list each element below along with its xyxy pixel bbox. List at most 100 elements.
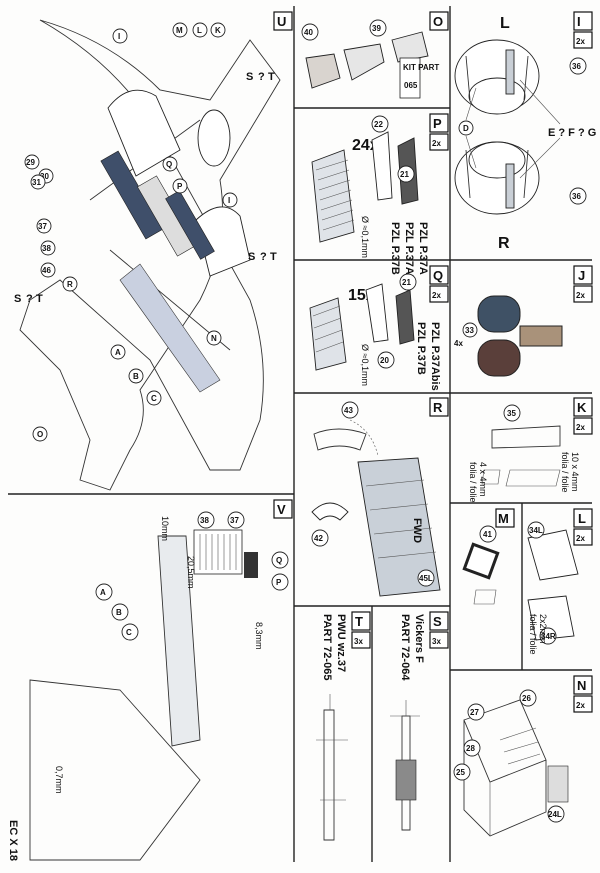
- grid-lines: [8, 6, 592, 862]
- u-part-29: 29: [26, 158, 35, 167]
- section-o-p2: 40: [304, 28, 313, 37]
- section-k-note-3: folia / folie: [468, 462, 478, 503]
- u-part-30: 30: [40, 172, 49, 181]
- section-r: R 43 42 FWD 45L: [311, 397, 449, 597]
- section-k: K 2x 35 folia / folie 4 x 4mm folia / fo…: [468, 397, 593, 503]
- u-callout-s3: S: [14, 293, 21, 305]
- section-r-letter: R: [433, 400, 443, 415]
- section-l-part-r: 34R: [541, 632, 556, 641]
- section-n-p3: 28: [466, 744, 475, 753]
- section-j: J 2x 33 4x: [454, 265, 593, 377]
- section-l-note-1: folia / folie: [528, 614, 538, 655]
- section-m-part: 41: [483, 530, 492, 539]
- section-n-p4: 25: [456, 768, 465, 777]
- variant-q-p37abis: PZL P.37Abis: [429, 322, 441, 391]
- section-v-letter: V: [277, 502, 286, 517]
- section-o-p1: 39: [372, 24, 381, 33]
- section-r-p2: 42: [314, 534, 323, 543]
- section-n-p5: 24L: [548, 810, 562, 819]
- section-l: L 2x 34L 34R folia / folie 2x2mm: [527, 508, 593, 655]
- section-q-p2: 20: [380, 356, 389, 365]
- u-callout-t1: T: [268, 71, 275, 83]
- u-callout-q2: ?: [260, 251, 267, 263]
- section-o: O 39 40 KIT PART 065: [301, 11, 449, 99]
- u-callout-o: O: [37, 430, 43, 439]
- section-u: U K L M I S ? T S ? T I Q P R A B C N O: [14, 11, 293, 491]
- section-j-qty2: 4x: [454, 339, 463, 348]
- u-callout-m: M: [176, 26, 183, 35]
- nacelle-right: [454, 141, 540, 215]
- u-callout-i: I: [118, 32, 120, 41]
- section-i-letter: I: [577, 14, 581, 29]
- callout-d: D: [463, 124, 469, 133]
- side-left-label: L: [500, 15, 510, 32]
- pwu-part: PART 72-065: [321, 614, 333, 680]
- u-callout-q3: ?: [26, 293, 33, 305]
- u-callout-p: P: [177, 182, 183, 191]
- section-l-letter: L: [578, 511, 586, 526]
- section-v-p1: 38: [200, 516, 209, 525]
- section-v-c5: C: [126, 628, 132, 637]
- variant-p37b: PZL P.37B: [389, 222, 401, 275]
- section-k-note-4: 4 x 4mm: [478, 462, 488, 497]
- section-l-qty: 2x: [576, 534, 585, 543]
- section-p-letter: P: [433, 116, 442, 131]
- u-callout-n: N: [211, 334, 217, 343]
- variant-p37abis: PZL P.37Abis: [403, 222, 415, 291]
- section-k-note-2: 10 x 4mm: [570, 452, 580, 492]
- u-callout-t3: T: [36, 293, 43, 305]
- section-q-diameter: Ø ≈0,1mm: [360, 344, 370, 386]
- u-part-46: 46: [42, 266, 51, 275]
- bomb-bay: [100, 150, 215, 260]
- variant-q-p37b: PZL P.37B: [415, 322, 427, 375]
- section-j-letter: J: [578, 268, 585, 283]
- pwu-title: PWU wz.37: [335, 614, 347, 672]
- section-v-c3: A: [100, 588, 106, 597]
- u-callout-a: A: [115, 348, 121, 357]
- vickers-part: PART 72-064: [399, 614, 411, 681]
- dim-20-5mm: 20,5mm: [186, 556, 196, 589]
- section-k-qty: 2x: [576, 423, 585, 432]
- section-i-part-b: 36: [572, 192, 581, 201]
- u-callout-s1: S: [246, 71, 253, 83]
- section-l-note-2: 2x2mm: [538, 614, 548, 644]
- u-callout-k: K: [215, 26, 221, 35]
- u-callout-s2: S: [248, 251, 255, 263]
- section-t-qty: 3x: [354, 637, 363, 646]
- section-i-qty: 2x: [576, 37, 585, 46]
- u-callout-c: C: [151, 394, 157, 403]
- section-v-c2: P: [276, 578, 282, 587]
- section-n-p2: 27: [470, 708, 479, 717]
- dim-10mm: 10mm: [160, 516, 170, 541]
- fwd-label: FWD: [411, 518, 423, 543]
- sheet-code: EC X 18: [7, 820, 19, 861]
- section-m-letter: M: [498, 511, 509, 526]
- section-n: N 2x 26 27 28 25 24L: [453, 675, 593, 837]
- section-q-letter: Q: [433, 268, 443, 283]
- variant-p37a: PZL P.37A: [417, 222, 429, 275]
- u-part-31: 31: [32, 178, 41, 187]
- kit-part-number: 065: [404, 81, 418, 90]
- u-callout-i2: I: [228, 196, 230, 205]
- section-p-diameter: Ø ≈0,1mm: [360, 216, 370, 258]
- section-k-note-1: folia / folie: [560, 452, 570, 493]
- vickers-title: Vickers F: [413, 614, 425, 663]
- section-r-p1: 43: [344, 406, 353, 415]
- section-v-p2: 37: [230, 516, 239, 525]
- u-callout-t2: T: [270, 251, 277, 263]
- section-s-qty: 3x: [432, 637, 441, 646]
- section-t-letter: T: [355, 614, 363, 629]
- section-j-qty: 2x: [576, 291, 585, 300]
- u-callout-q1: ?: [258, 71, 265, 83]
- side-right-label: R: [498, 235, 510, 252]
- section-v-c4: B: [116, 608, 122, 617]
- section-t: T 3x PWU wz.37 PART 72-065: [316, 611, 371, 841]
- section-p: P 2x 24x 22 21 Ø ≈0,1mm PZL P.37A PZL P.…: [311, 113, 449, 291]
- section-p-p1: 22: [374, 120, 383, 129]
- section-i-part-a: 36: [572, 62, 581, 71]
- nacelle-left: [454, 39, 540, 115]
- section-n-letter: N: [577, 678, 586, 693]
- section-v-c1: Q: [276, 556, 282, 565]
